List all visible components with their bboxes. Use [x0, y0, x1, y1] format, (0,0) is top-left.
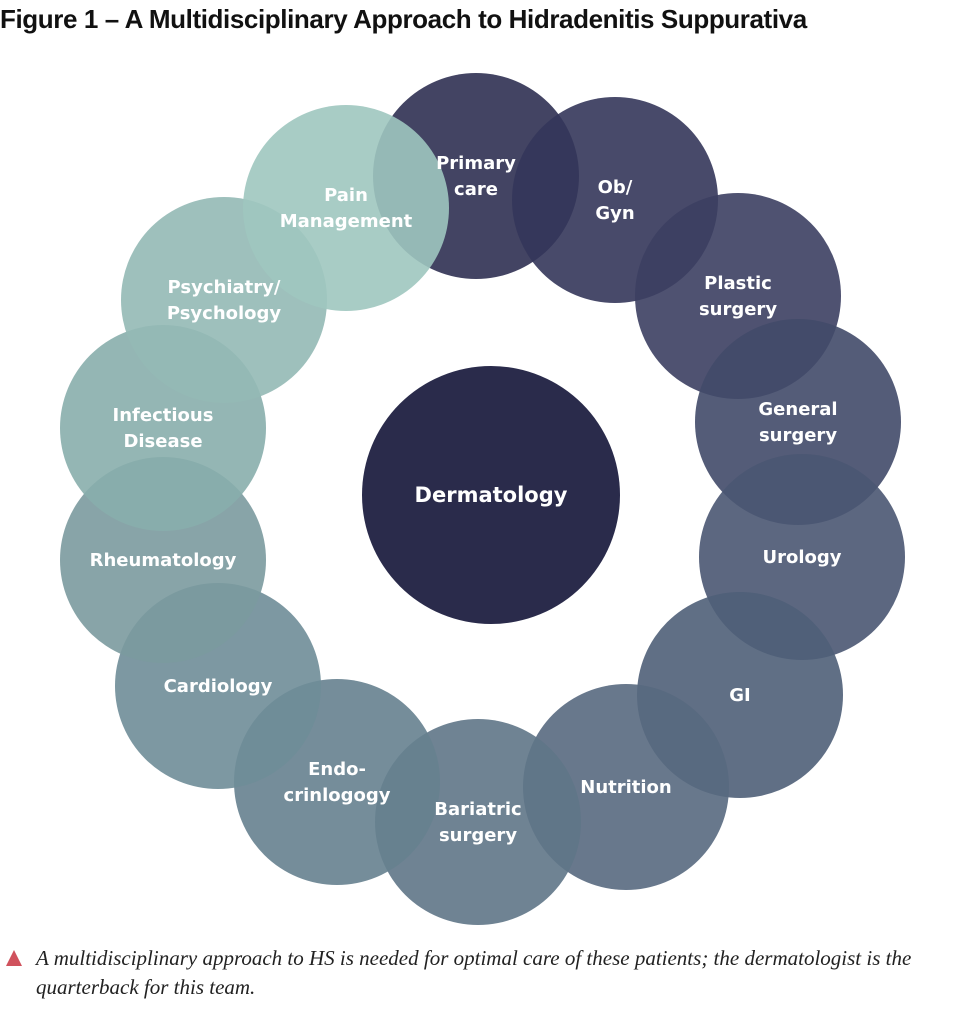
specialty-label-ob-gyn: Ob/Gyn	[595, 177, 634, 224]
specialty-label-line: Nutrition	[580, 777, 672, 798]
specialty-label-line: surgery	[759, 425, 837, 446]
specialty-label-cardiology: Cardiology	[164, 676, 273, 697]
specialty-label-line: crinlogogy	[284, 785, 391, 806]
specialty-label-line: Gyn	[595, 203, 634, 224]
specialty-label-line: Bariatric	[434, 799, 521, 820]
specialty-label-line: Psychology	[167, 303, 282, 324]
specialty-circle-pain-management	[243, 105, 449, 311]
specialty-label-line: Rheumatology	[90, 550, 237, 571]
specialty-label-gi: GI	[729, 685, 750, 706]
specialty-label-nutrition: Nutrition	[580, 777, 672, 798]
specialty-label-line: Disease	[123, 431, 202, 452]
specialty-label-rheumatology: Rheumatology	[90, 550, 237, 571]
triangle-marker-icon	[6, 950, 22, 966]
specialty-label-line: Urology	[762, 547, 841, 568]
dermatology-circle	[362, 366, 620, 624]
specialty-label-line: Psychiatry/	[168, 277, 281, 298]
specialty-label-line: Pain	[324, 185, 368, 206]
specialty-label-line: Management	[280, 211, 413, 232]
center-node: Dermatology	[362, 366, 620, 624]
specialty-label-line: General	[758, 399, 837, 420]
specialty-label-line: Endo-	[308, 759, 366, 780]
specialty-label-line: Infectious	[113, 405, 214, 426]
specialty-label-line: Cardiology	[164, 676, 273, 697]
specialty-label-line: Plastic	[704, 273, 772, 294]
figure-title: Figure 1 – A Multidisciplinary Approach …	[0, 4, 807, 34]
specialty-label-line: surgery	[699, 299, 777, 320]
specialty-label-line: surgery	[439, 825, 517, 846]
specialty-label-line: GI	[729, 685, 750, 706]
specialty-label-endo-crinlogogy: Endo-crinlogogy	[284, 759, 391, 806]
specialty-label-primary-care: Primary care	[436, 153, 516, 200]
specialty-label-psychiatry-psychology: Psychiatry/Psychology	[167, 277, 282, 324]
specialty-label-line: care	[454, 179, 498, 200]
specialty-label-plastic-surgery: Plastic surgery	[699, 273, 777, 320]
dermatology-label: Dermatology	[415, 483, 568, 507]
specialty-label-line: Ob/	[598, 177, 633, 198]
specialty-label-urology: Urology	[762, 547, 841, 568]
specialty-label-general-surgery: General surgery	[758, 399, 837, 446]
caption-text: A multidisciplinary approach to HS is ne…	[36, 946, 912, 999]
specialty-label-bariatric-surgery: Bariatric surgery	[434, 799, 521, 846]
specialty-label-line: Primary	[436, 153, 516, 174]
figure-caption: A multidisciplinary approach to HS is ne…	[6, 944, 966, 1002]
